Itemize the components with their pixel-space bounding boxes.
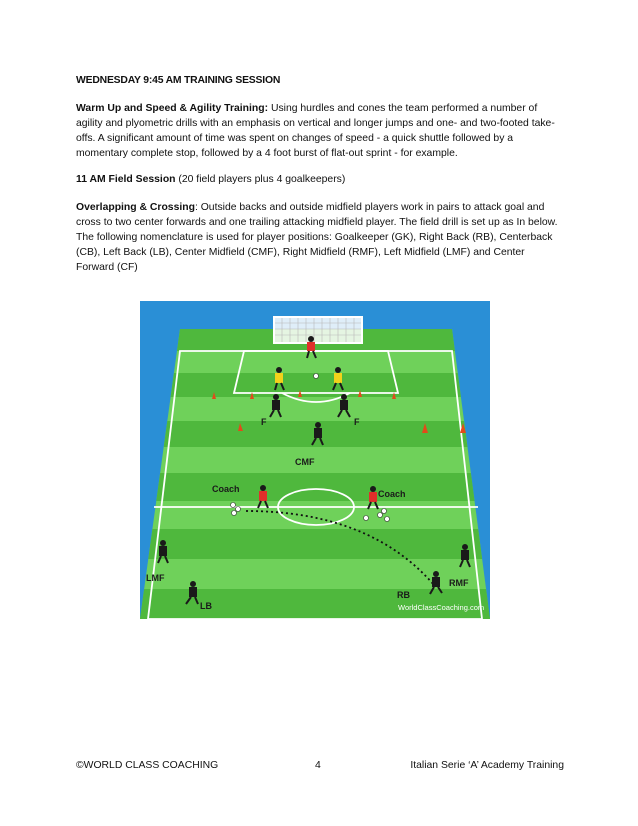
rb-player-icon [429, 571, 443, 595]
coach-right-icon [367, 486, 379, 510]
cone-icon [392, 392, 396, 399]
footer-page-number: 4 [315, 760, 321, 771]
crossing-body: : Outside backs and outside midfield pla… [76, 202, 558, 273]
balls-left [230, 502, 241, 516]
cone-icon [460, 423, 466, 433]
cone-icon [238, 423, 243, 431]
label-lmf: LMF [146, 573, 165, 583]
ball-icon [313, 373, 319, 379]
label-lb: LB [200, 601, 212, 611]
lmf-player-icon [157, 540, 169, 564]
cone-icon [212, 392, 216, 399]
forward-player-icon [269, 394, 282, 418]
cones [212, 390, 466, 433]
pass-path-line [245, 510, 435, 586]
cone-icon [358, 390, 362, 397]
field-session-title: 11 AM Field Session [76, 174, 176, 185]
crossing-paragraph: Overlapping & Crossing: Outside backs an… [76, 200, 564, 275]
label-rmf: RMF [449, 578, 469, 588]
field-session-paragraph: 11 AM Field Session (20 field players pl… [76, 172, 564, 187]
goal-icon [273, 316, 363, 344]
session-heading: WEDNESDAY 9:45 AM TRAINING SESSION [76, 75, 281, 86]
rmf-player-icon [459, 544, 471, 568]
label-coach-left: Coach [212, 484, 240, 494]
goalkeeper-player-icon [306, 336, 317, 359]
crossing-title: Overlapping & Crossing [76, 202, 195, 213]
drill-diagram: F F CMF Coach Coach [140, 301, 490, 619]
watermark-text: WorldClassCoaching.com [398, 603, 484, 612]
warmup-body: Using hurdles and cones the team perform… [76, 103, 555, 159]
lb-player-icon [185, 581, 199, 605]
footer-copyright: ©WORLD CLASS COACHING [76, 760, 219, 771]
cmf-player-icon [311, 422, 324, 446]
label-f-right: F [354, 417, 360, 427]
cone-icon [298, 390, 302, 397]
cone-icon [422, 423, 428, 433]
balls-right [363, 508, 390, 522]
label-f-left: F [261, 417, 267, 427]
warmup-title: Warm Up and Speed & Agility Training: [76, 103, 269, 114]
cone-icon [250, 392, 254, 399]
footer-title: Italian Serie ‘A’ Academy Training [410, 760, 564, 771]
label-cmf: CMF [295, 457, 315, 467]
label-rb: RB [397, 590, 410, 600]
warmup-paragraph: Warm Up and Speed & Agility Training: Us… [76, 101, 564, 161]
defender-player-icon [274, 367, 285, 391]
defender-player-icon [332, 367, 344, 391]
forward-player-icon [337, 394, 351, 418]
coach-left-icon [257, 485, 269, 509]
field-session-body: (20 field players plus 4 goalkeepers) [175, 174, 346, 185]
label-coach-right: Coach [378, 489, 406, 499]
